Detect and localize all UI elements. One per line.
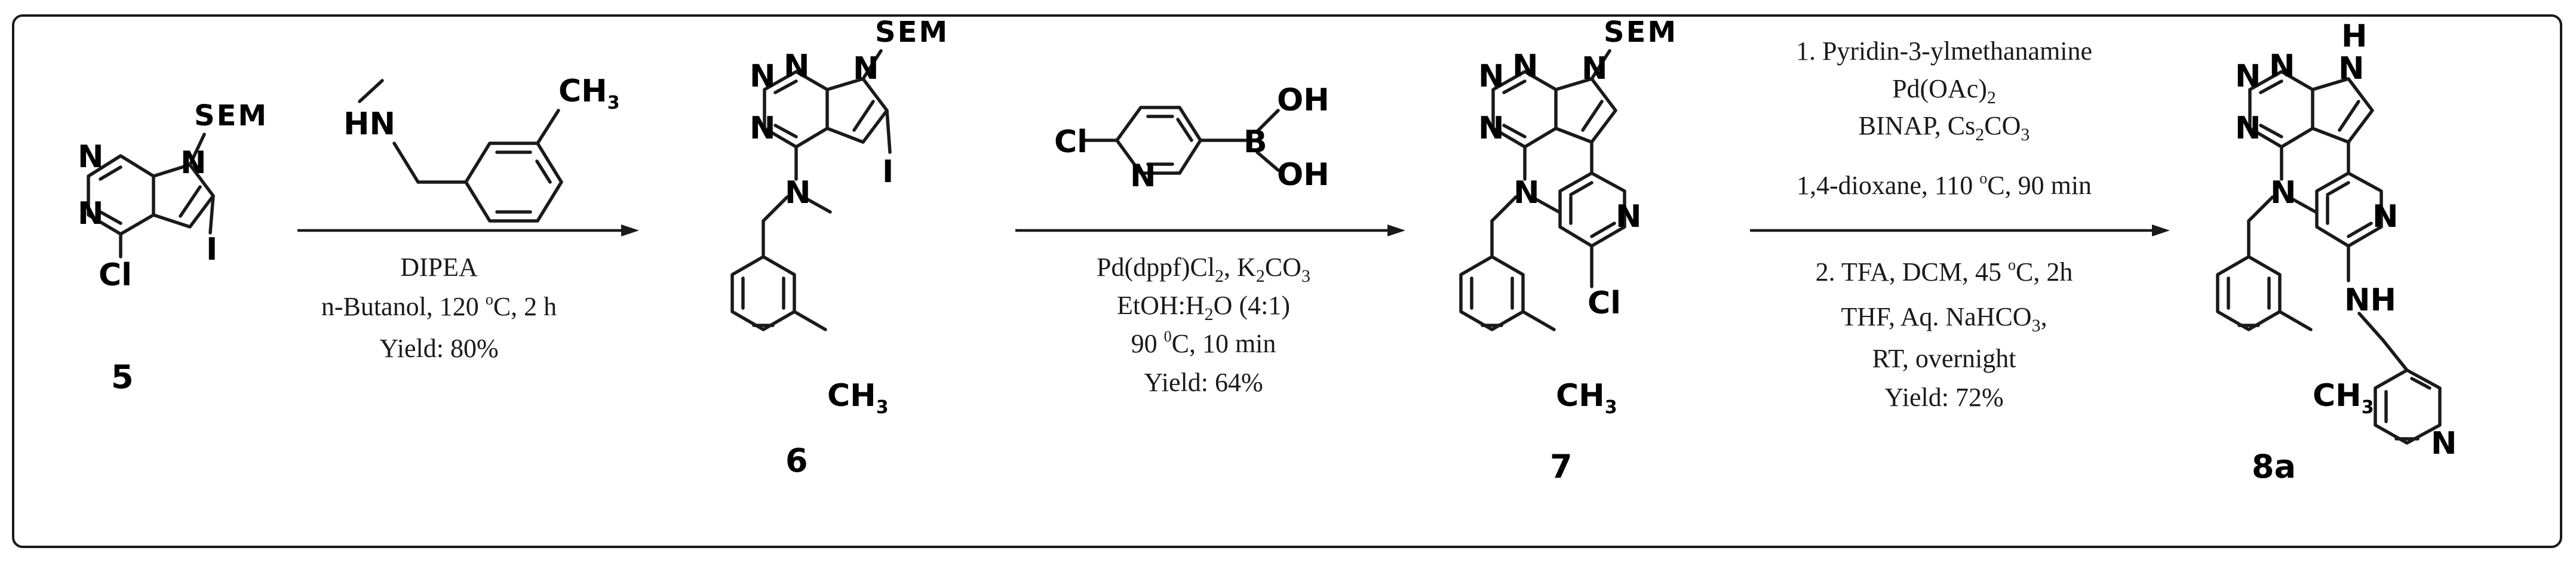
compound-7: N N N N N N SEM Cl CH3 7	[1459, 16, 1678, 485]
solvent-label: EtOH:H2O (4:1)	[1117, 291, 1290, 324]
atom-n: N	[1478, 110, 1505, 146]
atom-n: N	[2235, 110, 2261, 146]
catalyst-label: Pd(dppf)Cl2, K2CO3	[1097, 253, 1310, 286]
conditions-step-3: 1. Pyridin-3-ylmethanamine Pd(OAc)2 BINA…	[1796, 36, 2092, 412]
sem-group: SEM	[875, 16, 949, 49]
atom-n: N	[2372, 199, 2399, 235]
atom-i: I	[882, 154, 894, 190]
sem-group: SEM	[194, 99, 268, 133]
atom-ch: CH3	[827, 378, 889, 418]
reagent-n-methylbenzylamine: HN CH3	[343, 73, 620, 223]
atom-ch: CH3	[1556, 378, 1617, 418]
yield-label: Yield: 64%	[1144, 368, 1263, 397]
base-label: DIPEA	[400, 253, 478, 282]
atom-n: N	[1512, 48, 1539, 84]
temperature-label: 90 0C, 10 min	[1131, 328, 1276, 358]
atom-n: N	[1582, 51, 1608, 87]
atom-n: N	[750, 110, 776, 146]
atom-cl: Cl	[1588, 285, 1621, 321]
step3-line-1: 1. Pyridin-3-ylmethanamine	[1796, 36, 2092, 66]
reagent-boronic-acid: Cl N B OH OH	[1054, 82, 1330, 194]
step3-line-5: 2. TFA, DCM, 45 oC, 2h	[1816, 256, 2073, 287]
atom-b: B	[1244, 124, 1267, 160]
compound-6: N N N N N SEM I CH3 6	[730, 16, 949, 479]
atom-n: N	[2338, 51, 2365, 87]
compound-label-7: 7	[1550, 448, 1573, 485]
atom-ch: CH3	[558, 73, 620, 113]
sem-group: SEM	[1604, 16, 1678, 49]
atom-n: N	[1478, 59, 1505, 94]
compound-label-8a: 8a	[2252, 448, 2296, 485]
atom-oh: OH	[1277, 157, 1330, 193]
atom-hn: HN	[343, 106, 395, 142]
compound-label-5: 5	[111, 358, 134, 396]
atom-n: N	[853, 51, 879, 87]
compound-label-6: 6	[785, 442, 808, 479]
atom-n: N	[1616, 199, 1642, 235]
atom-n: N	[78, 196, 104, 232]
conditions-step-1: DIPEA n-Butanol, 120 oC, 2 h Yield: 80%	[321, 253, 557, 363]
atom-cl: Cl	[99, 257, 132, 293]
conditions-step-2: Pd(dppf)Cl2, K2CO3 EtOH:H2O (4:1) 90 0C,…	[1097, 253, 1310, 397]
yield-label: Yield: 80%	[379, 334, 498, 363]
atom-n: N	[1513, 175, 1540, 211]
atom-h: H	[2341, 19, 2368, 54]
compound-5: N N N SEM I Cl 5	[78, 99, 268, 396]
atom-oh: OH	[1277, 82, 1330, 118]
step3-line-7: RT, overnight	[1872, 344, 2016, 373]
step3-line-4: 1,4-dioxane, 110 oC, 90 min	[1797, 170, 2092, 200]
yield-label: Yield: 72%	[1884, 383, 2003, 412]
atom-n: N	[180, 145, 207, 181]
atom-i: I	[206, 232, 217, 267]
atom-n: N	[2431, 426, 2457, 462]
atom-ch: CH3	[2313, 378, 2374, 418]
scheme-frame	[12, 14, 2562, 548]
atom-n: N	[785, 175, 811, 211]
step3-line-3: BINAP, Cs2CO3	[1859, 111, 2030, 144]
atom-n: N	[784, 48, 810, 84]
atom-n: N	[2235, 59, 2261, 94]
atom-nh: NH	[2344, 282, 2396, 318]
step3-line-6: THF, Aq. NaHCO3,	[1841, 302, 2047, 336]
atom-n: N	[2269, 48, 2295, 84]
atom-n: N	[78, 139, 104, 175]
solvent-label: n-Butanol, 120 oC, 2 h	[321, 291, 557, 321]
compound-8a: N N N N H N N NH N CH3 8a	[2216, 19, 2457, 485]
arrow-step-2	[1015, 224, 1405, 236]
atom-n: N	[1130, 158, 1156, 194]
step3-line-2: Pd(OAc)2	[1892, 74, 1996, 107]
atom-n: N	[2270, 175, 2296, 211]
arrow-step-1	[297, 224, 639, 236]
atom-n: N	[750, 59, 776, 94]
atom-cl: Cl	[1054, 124, 1088, 160]
arrow-step-3	[1750, 224, 2170, 236]
